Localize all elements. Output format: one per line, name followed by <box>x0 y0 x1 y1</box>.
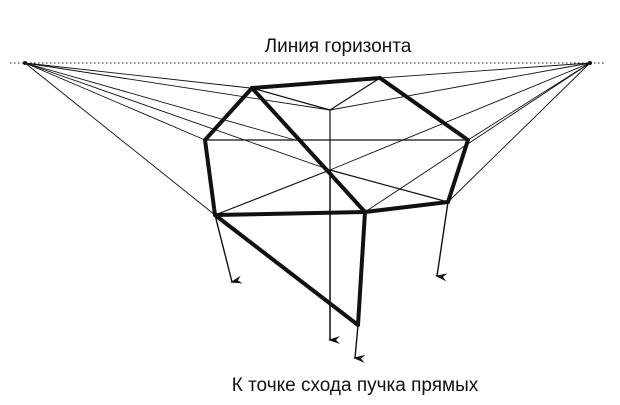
hidden-edge <box>251 87 331 111</box>
hidden-edge <box>214 169 331 216</box>
visible-edge <box>356 210 367 327</box>
convergence-line <box>379 62 591 79</box>
visible-edge <box>213 210 367 217</box>
visible-edge <box>203 138 217 217</box>
visible-edge <box>250 76 382 90</box>
convergence-line <box>24 62 206 141</box>
convergence-line <box>467 62 591 141</box>
visible-edge <box>378 76 470 142</box>
box-visible-edges <box>203 76 470 327</box>
visible-edge <box>250 86 367 214</box>
hidden-edges <box>205 77 468 340</box>
convergence-line <box>24 62 251 89</box>
hidden-edge <box>329 169 449 203</box>
convergence-line <box>329 62 591 171</box>
down-arrow <box>435 201 449 282</box>
convergence-line <box>329 62 591 111</box>
down-arrow <box>214 214 243 284</box>
convergence-line <box>24 62 296 141</box>
convergence-line <box>24 62 331 111</box>
convergence-line <box>364 62 591 213</box>
visible-edge <box>213 213 360 327</box>
convergence-line <box>24 62 216 216</box>
convergence-line <box>447 62 591 203</box>
right-convergence-lines <box>329 62 591 213</box>
vertical-arrows <box>214 170 449 363</box>
convergence-line <box>24 62 331 171</box>
visible-edge <box>363 200 450 214</box>
down-arrow <box>353 324 366 363</box>
vanishing-point-label: К точке схода пучка прямых <box>232 375 479 396</box>
hidden-edge <box>329 77 381 111</box>
visible-edge <box>203 86 254 142</box>
horizon-label: Линия горизонта <box>265 36 412 57</box>
left-convergence-lines <box>24 62 331 216</box>
visible-edge <box>446 138 470 204</box>
